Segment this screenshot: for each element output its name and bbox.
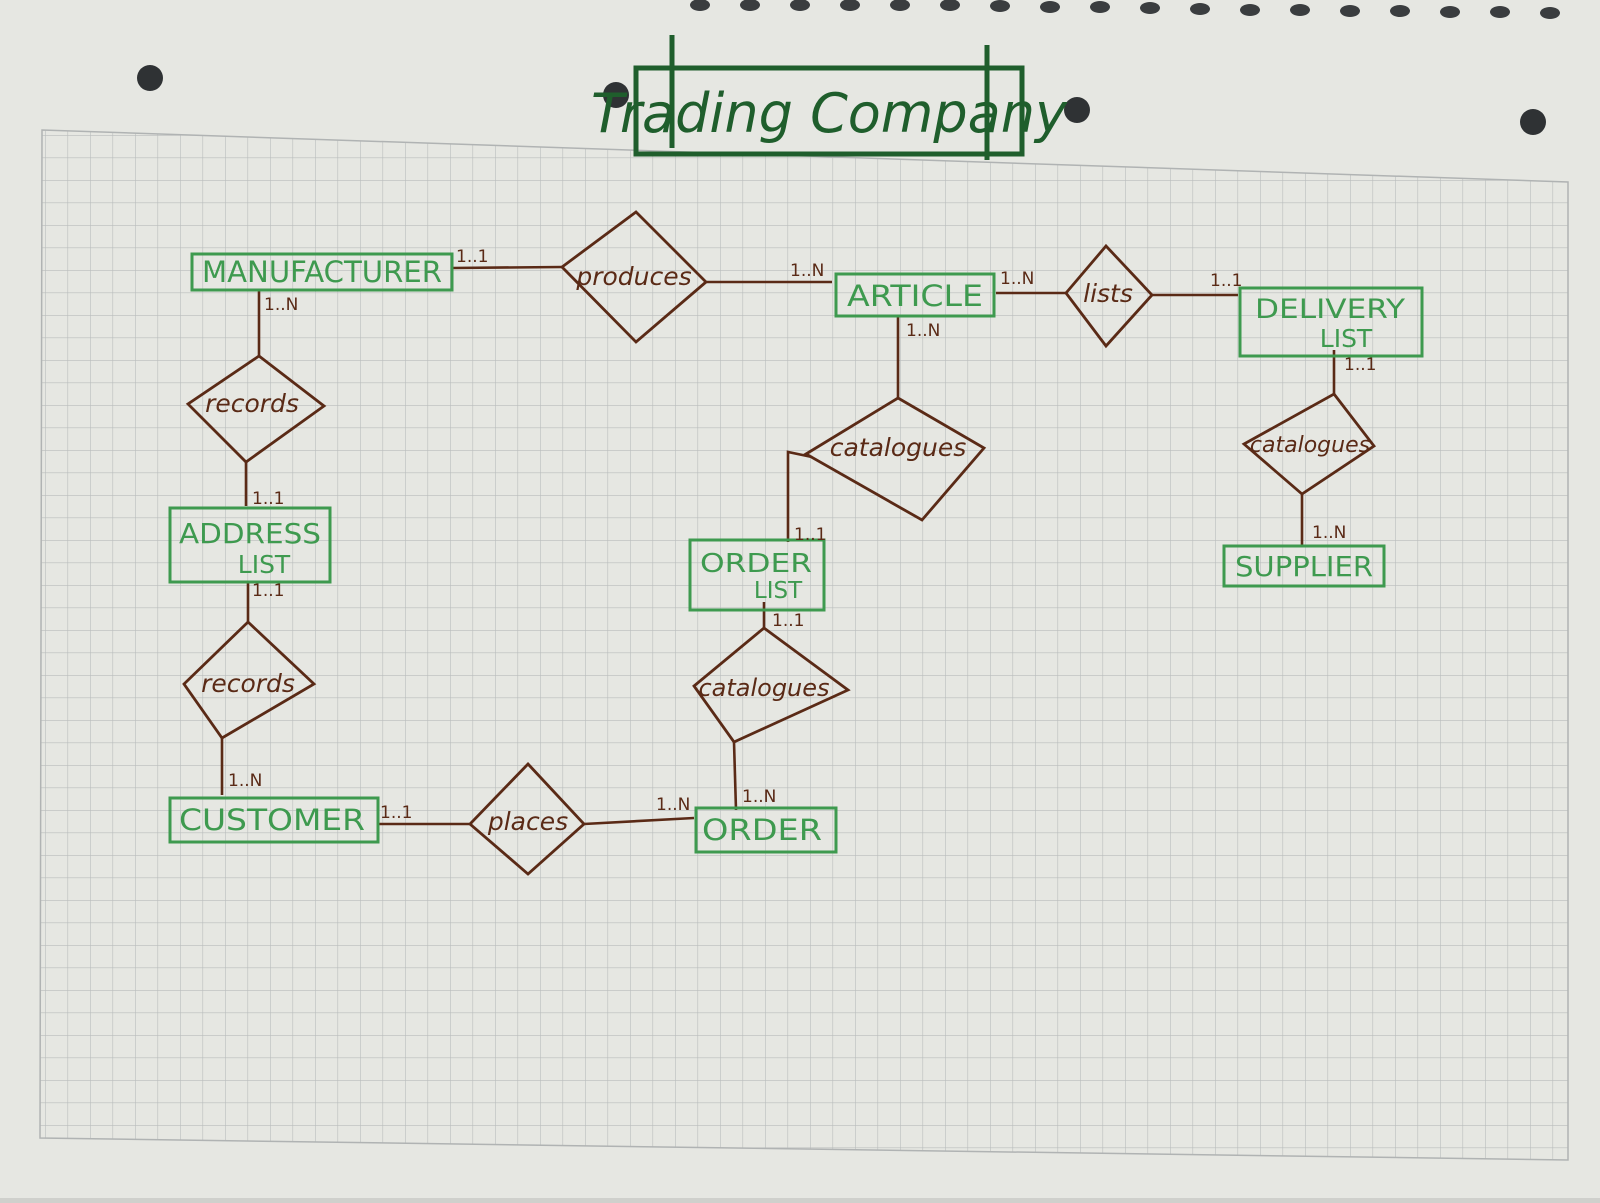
relation-places: places (467, 761, 587, 876)
card-catalogues-orderlist: 1..1 (794, 525, 826, 545)
card-catalogues-order: 1..N (742, 787, 776, 807)
entity-order: ORDER (694, 806, 838, 854)
page-title: Trading Company (591, 82, 1068, 145)
card-lists-delivery: 1..1 (1210, 271, 1242, 291)
card-places-order: 1..N (656, 795, 690, 815)
entity-delivery-list-line1: DELIVERY (1255, 294, 1406, 325)
entity-supplier-label: SUPPLIER (1235, 550, 1373, 583)
entity-order-list: ORDER LIST (688, 538, 826, 612)
cardinality-labels: 1..1 1..N 1..N 1..1 1..N 1..1 1..1 1..N … (228, 247, 1376, 823)
relation-catalogues-order-label: catalogues (698, 674, 829, 702)
relation-records-top: records (185, 354, 327, 464)
entity-order-label: ORDER (702, 813, 822, 847)
relation-records-bottom: records (182, 620, 317, 740)
relation-lists-label: lists (1083, 279, 1133, 308)
card-manufacturer-records: 1..N (264, 295, 298, 315)
entity-address-list-line2: LIST (238, 550, 291, 579)
entity-order-list-line1: ORDER (700, 549, 812, 579)
entity-address-list: ADDRESS LIST (168, 506, 332, 584)
relation-produces-label: produces (575, 262, 691, 291)
relation-places-label: places (487, 807, 568, 836)
connectors (220, 265, 1336, 826)
card-records-address: 1..1 (252, 489, 284, 509)
relation-catalogues-delivery: catalogues (1241, 392, 1377, 496)
entity-article-label: ARTICLE (847, 279, 983, 313)
punch-holes (137, 65, 1546, 135)
spiral-binding (690, 0, 1560, 19)
title-box: Trading Company (591, 35, 1068, 160)
card-produces-article: 1..N (790, 261, 824, 281)
entity-delivery-list-line2: LIST (1320, 324, 1373, 353)
entity-supplier: SUPPLIER (1222, 544, 1386, 588)
grid-area (39, 129, 1569, 1161)
card-article-catalogues: 1..N (906, 321, 940, 341)
card-article-lists: 1..N (1000, 269, 1034, 289)
relation-catalogues-article: catalogues (803, 396, 987, 522)
relation-catalogues-article-label: catalogues (830, 433, 967, 462)
entity-article: ARTICLE (834, 272, 996, 318)
relation-catalogues-order: catalogues (692, 626, 851, 744)
relation-records-top-label: records (205, 389, 299, 418)
relation-lists: lists (1064, 243, 1154, 349)
card-orderlist-catalogues: 1..1 (772, 611, 804, 631)
relation-produces: produces (559, 210, 709, 344)
card-records-customer: 1..N (228, 771, 262, 791)
entity-manufacturer: MANUFACTURER (190, 252, 454, 292)
card-catalogues-supplier: 1..N (1312, 523, 1346, 543)
card-customer-places: 1..1 (380, 803, 412, 823)
relation-records-bottom-label: records (201, 669, 295, 698)
entity-address-list-line1: ADDRESS (179, 517, 321, 550)
entity-customer-label: CUSTOMER (179, 803, 365, 837)
card-manufacturer-produces: 1..1 (456, 247, 488, 267)
entity-order-list-line2: LIST (754, 578, 803, 604)
entity-delivery-list: DELIVERY LIST (1238, 286, 1424, 358)
card-delivery-catalogues: 1..1 (1344, 355, 1376, 375)
entity-customer: CUSTOMER (168, 796, 380, 844)
card-address-records: 1..1 (252, 581, 284, 601)
relation-catalogues-delivery-label: catalogues (1250, 433, 1370, 458)
entity-manufacturer-label: MANUFACTURER (202, 255, 442, 289)
